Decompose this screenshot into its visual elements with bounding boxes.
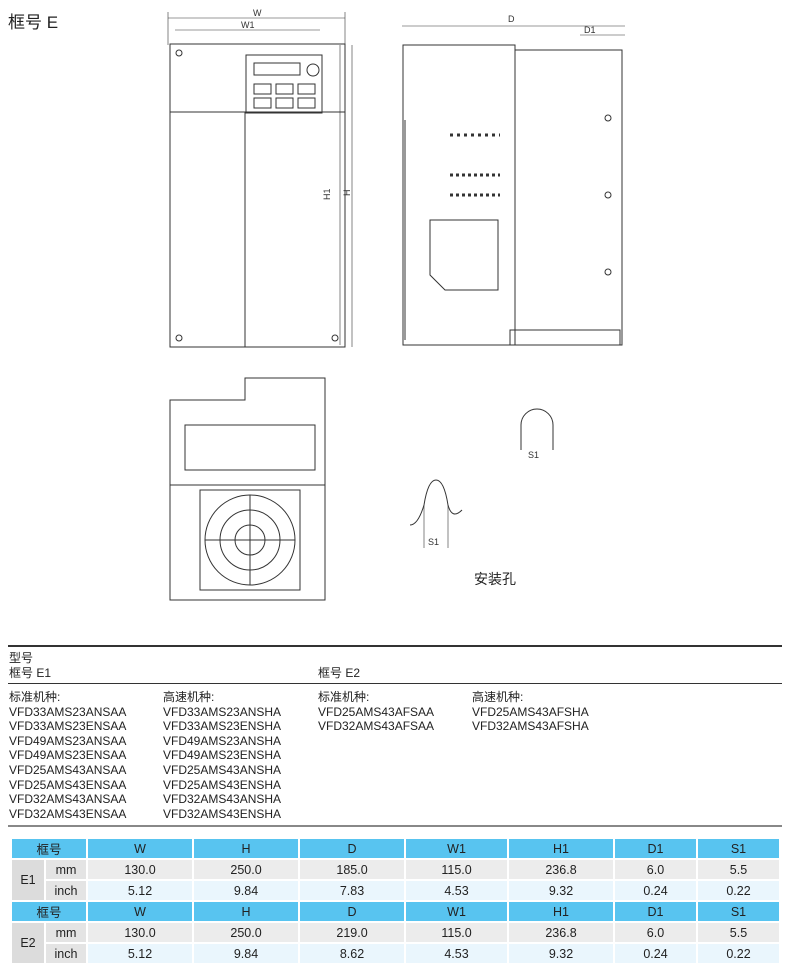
value-cell: 130.0 <box>88 923 193 942</box>
value-cell: 0.22 <box>697 944 779 963</box>
value-cell: 5.5 <box>697 923 779 942</box>
dim-w1-label: W1 <box>241 20 255 30</box>
value-cell: 115.0 <box>406 923 507 942</box>
value-cell: 219.0 <box>300 923 405 942</box>
dim-s1-label-2: S1 <box>428 537 439 547</box>
value-cell: 0.22 <box>697 881 779 900</box>
dim-d1-label: D1 <box>584 25 596 35</box>
value-cell: 5.12 <box>88 881 193 900</box>
header-cell: H1 <box>509 902 614 921</box>
value-cell: 0.24 <box>615 944 696 963</box>
unit-cell: inch <box>46 944 86 963</box>
header-cell: W1 <box>406 902 507 921</box>
header-cell: W <box>88 839 193 858</box>
header-cell: D1 <box>615 902 696 921</box>
value-cell: 130.0 <box>88 860 193 879</box>
value-cell: 7.83 <box>300 881 405 900</box>
dim-h-label: H <box>342 190 352 197</box>
frame-cell: E2 <box>12 923 44 963</box>
models-heading: 型号 <box>9 651 34 665</box>
dimension-drawings: W W1 H1 H D D1 S1 S1 安装孔 <box>167 8 625 601</box>
value-cell: 9.84 <box>194 944 299 963</box>
value-cell: 4.53 <box>406 944 507 963</box>
value-cell: 4.53 <box>406 881 507 900</box>
value-cell: 0.24 <box>615 881 696 900</box>
value-cell: 9.84 <box>194 881 299 900</box>
value-cell: 250.0 <box>194 923 299 942</box>
value-cell: 6.0 <box>615 923 696 942</box>
header-cell: D1 <box>615 839 696 858</box>
header-cell: 框号 <box>12 839 86 858</box>
dim-h1-label: H1 <box>322 188 332 200</box>
header-cell: W <box>88 902 193 921</box>
dim-s1-label-1: S1 <box>528 450 539 460</box>
dim-w-label: W <box>253 8 262 18</box>
value-cell: 115.0 <box>406 860 507 879</box>
header-cell: D <box>300 839 405 858</box>
mounting-hole-label: 安装孔 <box>474 571 516 587</box>
value-cell: 9.32 <box>509 881 614 900</box>
header-cell: H1 <box>509 839 614 858</box>
unit-cell: inch <box>46 881 86 900</box>
header-cell: 框号 <box>12 902 86 921</box>
dim-d-label: D <box>508 14 515 24</box>
header-cell: H <box>194 839 299 858</box>
header-cell: W1 <box>406 839 507 858</box>
value-cell: 185.0 <box>300 860 405 879</box>
value-cell: 250.0 <box>194 860 299 879</box>
divider <box>8 825 782 827</box>
value-cell: 5.5 <box>697 860 779 879</box>
header-cell: S1 <box>697 839 779 858</box>
side-view: D D1 <box>402 14 625 346</box>
unit-cell: mm <box>46 860 86 879</box>
frame-e1-label: 框号 E1 <box>9 666 52 680</box>
header-cell: H <box>194 902 299 921</box>
bottom-view <box>169 377 326 601</box>
divider <box>8 645 782 647</box>
divider <box>8 683 782 684</box>
frame-e2-label: 框号 E2 <box>318 666 361 680</box>
front-view: W W1 H1 H <box>167 8 353 348</box>
page-title: 框号 E <box>8 13 59 32</box>
value-cell: 236.8 <box>509 860 614 879</box>
value-cell: 8.62 <box>300 944 405 963</box>
frame-cell: E1 <box>12 860 44 900</box>
value-cell: 6.0 <box>615 860 696 879</box>
header-cell: S1 <box>697 902 779 921</box>
unit-cell: mm <box>46 923 86 942</box>
mounting-hole-diagrams: S1 S1 安装孔 <box>409 408 554 587</box>
header-cell: D <box>300 902 405 921</box>
value-cell: 236.8 <box>509 923 614 942</box>
value-cell: 5.12 <box>88 944 193 963</box>
value-cell: 9.32 <box>509 944 614 963</box>
